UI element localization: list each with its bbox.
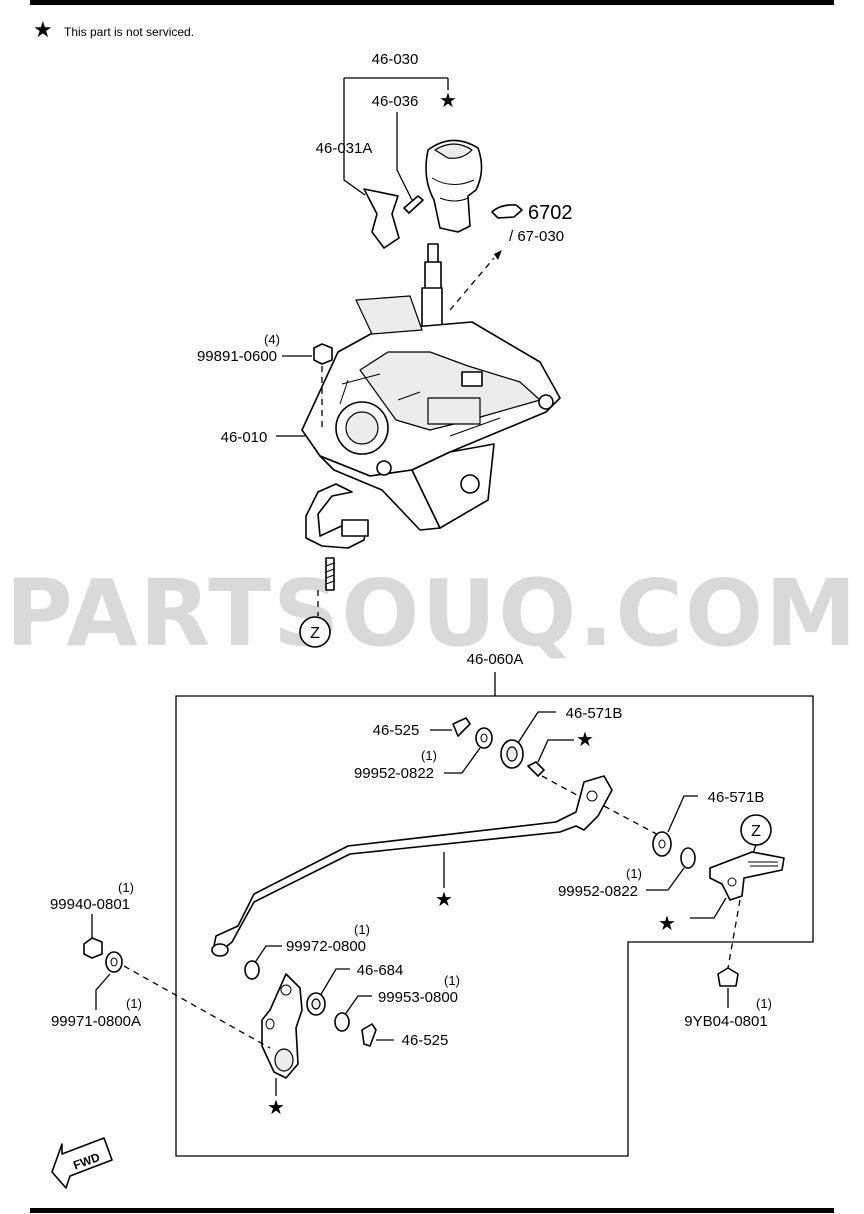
label-99972-0800[interactable]: 99972-0800 — [286, 938, 366, 955]
label-46-684[interactable]: 46-684 — [357, 962, 404, 979]
leader-99952-top — [444, 747, 481, 774]
washer-lower-part[interactable] — [334, 1012, 350, 1032]
star-icon: ★ — [576, 729, 594, 751]
label-46-010[interactable]: 46-010 — [221, 429, 268, 446]
knob-insert-part[interactable] — [363, 188, 400, 249]
leader-46-571b-right — [667, 795, 698, 833]
label-99952-0822-top[interactable]: 99952-0822 — [354, 765, 434, 782]
qty-99952-top: (1) — [421, 748, 437, 763]
shift-cable-part[interactable] — [211, 775, 613, 957]
cable-end-bracket-part[interactable] — [709, 851, 785, 901]
ref-marker-z-top[interactable] — [299, 616, 331, 648]
leader-46-030 — [343, 77, 449, 196]
leader-46-684 — [319, 968, 350, 997]
star-icon: ★ — [658, 913, 676, 935]
dashed-leader-nut-right — [727, 899, 741, 969]
cable-bracket-part[interactable] — [305, 483, 369, 591]
leader-99953 — [343, 995, 372, 1017]
leader-star-bracket — [690, 897, 727, 919]
label-46-525-top[interactable]: 46-525 — [373, 722, 420, 739]
qty-99971: (1) — [126, 996, 142, 1011]
label-46-031a[interactable]: 46-031A — [316, 140, 373, 157]
leader-99952-right — [646, 867, 685, 891]
label-46-030[interactable]: 46-030 — [372, 51, 419, 68]
label-99940-0801[interactable]: 99940-0801 — [50, 896, 130, 913]
star-icon: ★ — [435, 889, 453, 911]
leader-99972 — [253, 945, 282, 965]
dashed-leader-left — [123, 965, 271, 1049]
fwd-arrow-icon: FWD — [51, 1137, 113, 1189]
ref-marker-z-top-label: Z — [310, 625, 320, 642]
washer-left-part[interactable] — [105, 951, 123, 973]
qty-99953: (1) — [444, 973, 460, 988]
ref-marker-z-bottom-label: Z — [751, 823, 761, 840]
label-9yb04-0801[interactable]: 9YB04-0801 — [684, 1013, 767, 1030]
star-icon: ★ — [33, 17, 53, 42]
label-46-571b-top[interactable]: 46-571B — [566, 705, 623, 722]
qty-99952-right: (1) — [626, 866, 642, 881]
dashed-leader-6702 — [449, 257, 495, 311]
qty-99891: (4) — [264, 332, 280, 347]
assembly-frame — [175, 695, 814, 1157]
knob-pin-part[interactable] — [403, 195, 424, 214]
watermark: PARTSOUQ.COM — [5, 560, 858, 667]
star-icon: ★ — [267, 1097, 285, 1119]
bushing-right-part[interactable] — [652, 831, 672, 857]
label-46-525-bottom[interactable]: 46-525 — [402, 1032, 449, 1049]
label-46-036[interactable]: 46-036 — [372, 93, 419, 110]
leader-star-collar — [537, 739, 574, 763]
bottom-border — [30, 1208, 834, 1213]
label-99953-0800[interactable]: 99953-0800 — [378, 989, 458, 1006]
arrow-head — [494, 250, 502, 260]
selector-housing-part[interactable] — [301, 295, 561, 531]
bolt-part[interactable] — [313, 343, 333, 365]
leader-46-036 — [396, 112, 413, 201]
washer-right-part[interactable] — [680, 847, 696, 869]
top-border — [30, 0, 834, 5]
label-99952-0822-right[interactable]: 99952-0822 — [558, 883, 638, 900]
label-99971-0800a[interactable]: 99971-0800A — [51, 1013, 141, 1030]
qty-99972: (1) — [354, 922, 370, 937]
nut-left-part[interactable] — [83, 937, 103, 959]
star-icon: ★ — [439, 90, 457, 112]
qty-99940: (1) — [118, 880, 134, 895]
leader-99971 — [95, 973, 111, 1010]
section-ref-6702[interactable]: 6702 / 67-030 — [491, 202, 573, 245]
nut-right-part[interactable] — [717, 967, 739, 987]
label-67-030[interactable]: / 67-030 — [509, 228, 564, 245]
qty-9yb04: (1) — [756, 996, 772, 1011]
lever-arm-part[interactable] — [261, 973, 303, 1079]
dashed-leader-collar — [541, 775, 587, 801]
washer-top-part[interactable] — [475, 727, 493, 749]
label-99891-0600[interactable]: 99891-0600 — [197, 348, 277, 365]
label-46-571b-right[interactable]: 46-571B — [708, 789, 765, 806]
note-text: This part is not serviced. — [64, 25, 194, 39]
washer-mid-part[interactable] — [244, 960, 260, 980]
leader-46-571b-top — [515, 711, 556, 747]
shift-knob-part[interactable] — [425, 139, 483, 233]
dashed-leader-cable-end — [603, 805, 665, 839]
not-serviced-note: ★ This part is not serviced. — [33, 17, 194, 42]
clip-top-part[interactable] — [452, 717, 471, 737]
collar-top-part[interactable] — [527, 761, 545, 777]
label-46-060a[interactable]: 46-060A — [467, 651, 524, 668]
label-6702[interactable]: 6702 — [528, 202, 573, 224]
clip-bottom-part[interactable] — [361, 1023, 377, 1047]
